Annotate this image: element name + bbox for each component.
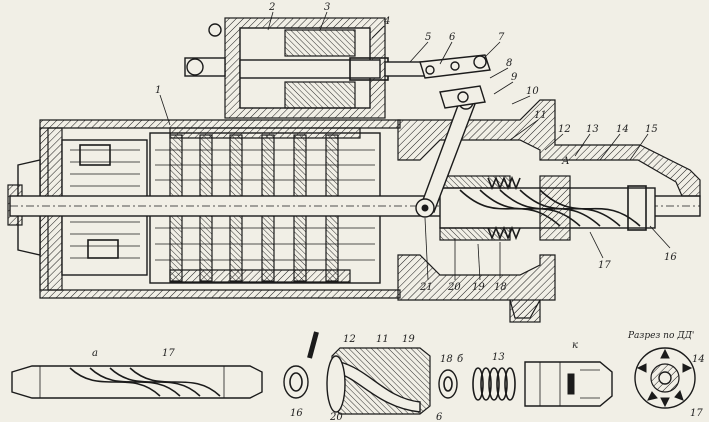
callout-A: А: [561, 156, 570, 167]
part-label-17b: 17: [690, 408, 703, 419]
callout-12: 12: [558, 124, 571, 135]
callout-16: 16: [664, 252, 677, 263]
part-label-b: б: [457, 354, 464, 365]
callout-15: 15: [645, 124, 658, 135]
part-pinion-gear: [634, 347, 696, 409]
part-spring: [472, 367, 516, 401]
callout-18: 18: [494, 282, 507, 293]
callout-leaders: [159, 11, 671, 281]
part-label-14: 14: [692, 354, 705, 365]
callout-2: 2: [268, 2, 275, 13]
part-label-19: 19: [402, 334, 415, 345]
part-label-k: к: [572, 340, 578, 351]
callout-14: 14: [616, 124, 629, 135]
part-clutch-housing: [524, 361, 613, 407]
part-label-16: 16: [290, 408, 303, 419]
callout-19: 19: [472, 282, 485, 293]
solenoid-relay: [184, 17, 491, 119]
callout-3: 3: [324, 2, 330, 13]
part-label-17: 17: [162, 348, 175, 359]
callout-5: 5: [425, 32, 431, 43]
drive-housing: [397, 99, 701, 323]
section-caption: Разрез по ДД': [627, 331, 694, 341]
callout-20: 20: [447, 282, 461, 293]
callout-8: 8: [506, 58, 512, 69]
callout-9: 9: [511, 72, 518, 83]
part-label-12: 12: [343, 334, 356, 345]
part-label-6: 6: [436, 412, 443, 422]
clutch-spring: [487, 175, 521, 241]
callout-17: 17: [598, 260, 611, 271]
part-washer: [438, 369, 458, 399]
part-label-11: 11: [376, 334, 389, 345]
part-label-13: 13: [492, 352, 505, 363]
callout-13: 13: [586, 124, 599, 135]
solenoid-coil: [284, 29, 356, 109]
callout-21: 21: [419, 282, 433, 293]
part-label-a: а: [92, 348, 98, 359]
callout-numbers: 1 2 3 4 5 6 7 8 9 10 11 12 13 14 15 16 1…: [155, 2, 677, 293]
part-label-20: 20: [329, 412, 343, 422]
part-lock-ring: [283, 365, 309, 399]
part-label-18: 18: [440, 354, 453, 365]
callout-10: 10: [526, 86, 539, 97]
part-spline-shaft: [11, 365, 263, 399]
callout-7: 7: [498, 32, 505, 43]
callout-11: 11: [534, 110, 547, 121]
part-clutch-sleeve: [326, 347, 431, 415]
callout-4: 4: [383, 16, 390, 27]
callout-6: 6: [449, 32, 456, 43]
callout-1: 1: [155, 85, 161, 96]
part-pin: [307, 331, 319, 359]
exploded-parts: а 17 16 12 11 19 20 18 б 6 13: [11, 331, 705, 422]
